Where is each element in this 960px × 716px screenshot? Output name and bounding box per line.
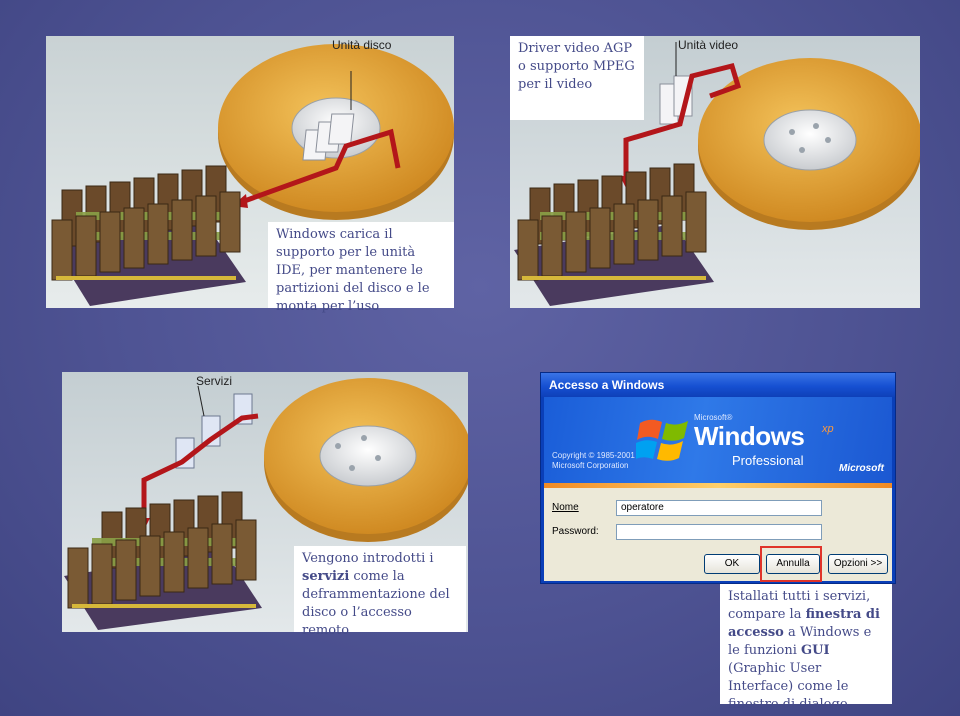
- name-label: Nome: [552, 502, 579, 513]
- panel-services: Servizi: [62, 372, 468, 632]
- memory-modules: [64, 491, 262, 630]
- signal-wire: [235, 128, 401, 207]
- caption-login: Istallati tutti i servizi, compare la fi…: [720, 584, 892, 712]
- copyright-text: Copyright © 1985-2001 Microsoft Corporat…: [552, 451, 635, 470]
- dialog-title: Accesso a Windows: [541, 373, 895, 397]
- services-illustration: [62, 372, 468, 632]
- accent-strip: [544, 483, 892, 488]
- memory-modules: [51, 165, 246, 306]
- caption-services: Vengono introdotti i servizi come la def…: [294, 546, 466, 638]
- memory-modules: [514, 163, 714, 306]
- password-field[interactable]: [616, 524, 822, 540]
- cancel-button[interactable]: Annulla: [766, 554, 820, 574]
- ok-button[interactable]: OK: [704, 554, 760, 574]
- edition-label: Professional: [732, 453, 804, 468]
- panel-disk-drive: Unità disco: [46, 36, 454, 308]
- microsoft-small: Microsoft®: [694, 413, 733, 422]
- windows-banner: Microsoft® Windows xp Professional Copyr…: [544, 397, 892, 483]
- panel-label: Unità disco: [332, 38, 392, 52]
- dialog-body: Nome operatore Password: OK Annulla Opzi…: [544, 488, 892, 581]
- signal-wire: [623, 62, 742, 182]
- name-field[interactable]: operatore: [616, 500, 822, 516]
- cancel-highlight: [760, 546, 822, 582]
- disk-drive-illustration: [46, 36, 454, 308]
- panel-label: Unità video: [678, 38, 739, 52]
- windows-wordmark: Windows: [694, 421, 805, 451]
- caption-disk-drive: Windows carica il supporto per le unità …: [268, 222, 454, 314]
- windows-login-dialog: Accesso a Windows Microsoft® Windows xp …: [540, 372, 896, 584]
- microsoft-logo: Microsoft: [839, 463, 884, 474]
- xp-mark: xp: [822, 423, 834, 435]
- options-button[interactable]: Opzioni >>: [828, 554, 888, 574]
- panel-label: Servizi: [196, 374, 233, 388]
- windows-flag-icon: [636, 419, 688, 461]
- signal-wire: [141, 413, 259, 522]
- caption-video-drive: Driver video AGP o supporto MPEG per il …: [510, 36, 644, 120]
- password-label: Password:: [552, 526, 599, 537]
- document-icons: [302, 113, 355, 161]
